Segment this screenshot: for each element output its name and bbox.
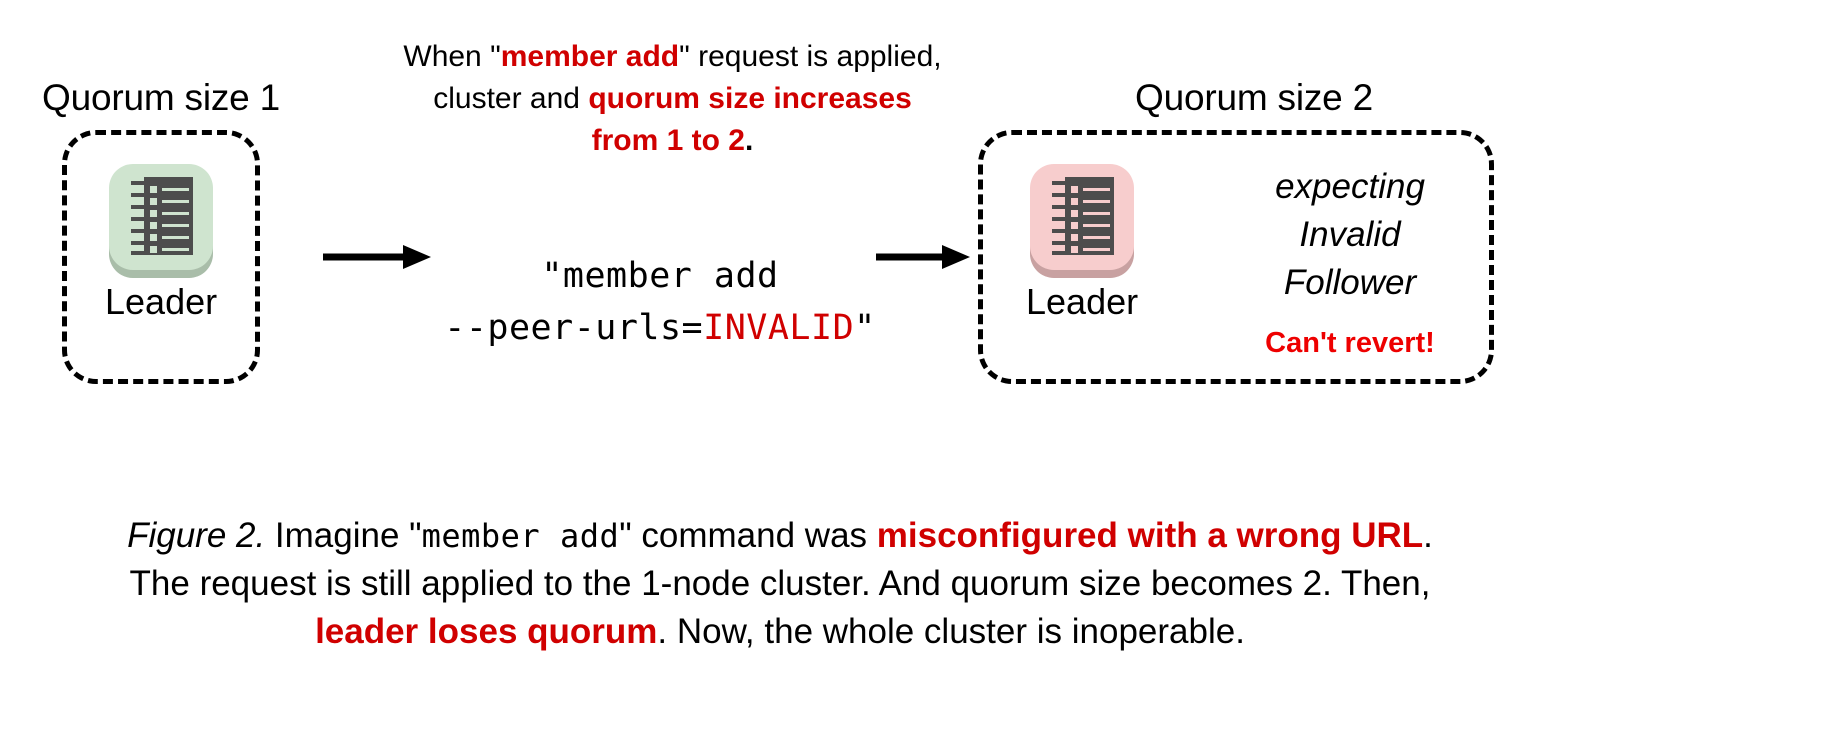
command-line-2: --peer-urls=INVALID": [430, 302, 890, 354]
caption-line-2: The request is still applied to the 1-no…: [129, 564, 1431, 603]
left-cluster-node: Leader: [105, 158, 217, 322]
caption-l1-p4: " command was: [619, 516, 877, 555]
right-arrow-icon: [323, 245, 431, 269]
top-note-l3-b: .: [745, 124, 754, 157]
right-cluster-node: Leader: [1026, 158, 1138, 322]
command-flag: --peer-urls=: [444, 308, 704, 348]
top-annotation-line-2: cluster and quorum size increases: [350, 78, 995, 120]
caption-line-1: Figure 2. Imagine "member add" command w…: [55, 512, 1505, 560]
right-cluster-notes: expecting Invalid Follower Can't revert!: [1230, 163, 1470, 360]
command-line-1: "member add: [541, 256, 779, 296]
caption-highlight-loses-quorum: leader loses quorum: [315, 612, 658, 651]
right-note-line-3: Follower: [1283, 263, 1417, 302]
top-annotation: When "member add" request is applied, cl…: [350, 36, 995, 162]
top-annotation-line-3: from 1 to 2.: [350, 120, 995, 162]
right-cluster-boundary: [978, 130, 1494, 384]
caption-highlight-misconfig: misconfigured with a wrong URL: [876, 516, 1424, 555]
caption-l1-p6: .: [1423, 516, 1433, 555]
caption-l1-p2: Imagine ": [265, 516, 422, 555]
top-note-l1-c: " request is applied,: [679, 40, 942, 73]
right-cluster-title: Quorum size 2: [1135, 77, 1373, 118]
top-note-l2-a: cluster and: [433, 82, 589, 115]
command-text: "member add --peer-urls=INVALID": [430, 250, 890, 354]
right-note-line-1: expecting: [1275, 167, 1425, 206]
caption-figure-number: Figure 2.: [127, 516, 266, 555]
top-note-l1-a: When ": [403, 40, 501, 73]
right-node-label: Leader: [1026, 281, 1139, 322]
caption-l3-p2: . Now, the whole cluster is inoperable.: [657, 612, 1245, 651]
server-log-icon: [1052, 177, 1114, 255]
caption-command-name: member add: [421, 517, 620, 555]
top-note-l1-b: member add: [500, 40, 680, 73]
right-node-chip: [1026, 158, 1138, 278]
left-cluster-boundary: [62, 130, 260, 384]
left-node-label: Leader: [105, 281, 218, 322]
cannot-revert-warning: Can't revert!: [1265, 327, 1435, 359]
left-cluster-title: Quorum size 1: [42, 77, 280, 118]
figure-caption: Figure 2. Imagine "member add" command w…: [55, 512, 1505, 656]
top-note-l3-a: from 1 to 2: [591, 124, 745, 157]
top-note-l2-b: quorum size increases: [588, 82, 912, 115]
command-close-quote: ": [854, 308, 876, 348]
left-node-chip: [105, 158, 217, 278]
server-log-icon: [131, 177, 193, 255]
right-note-line-2: Invalid: [1299, 215, 1401, 254]
command-invalid-value: INVALID: [703, 308, 855, 348]
right-arrow-icon: [876, 245, 970, 269]
top-annotation-line-1: When "member add" request is applied,: [350, 36, 995, 78]
caption-line-3: leader loses quorum. Now, the whole clus…: [55, 608, 1505, 656]
